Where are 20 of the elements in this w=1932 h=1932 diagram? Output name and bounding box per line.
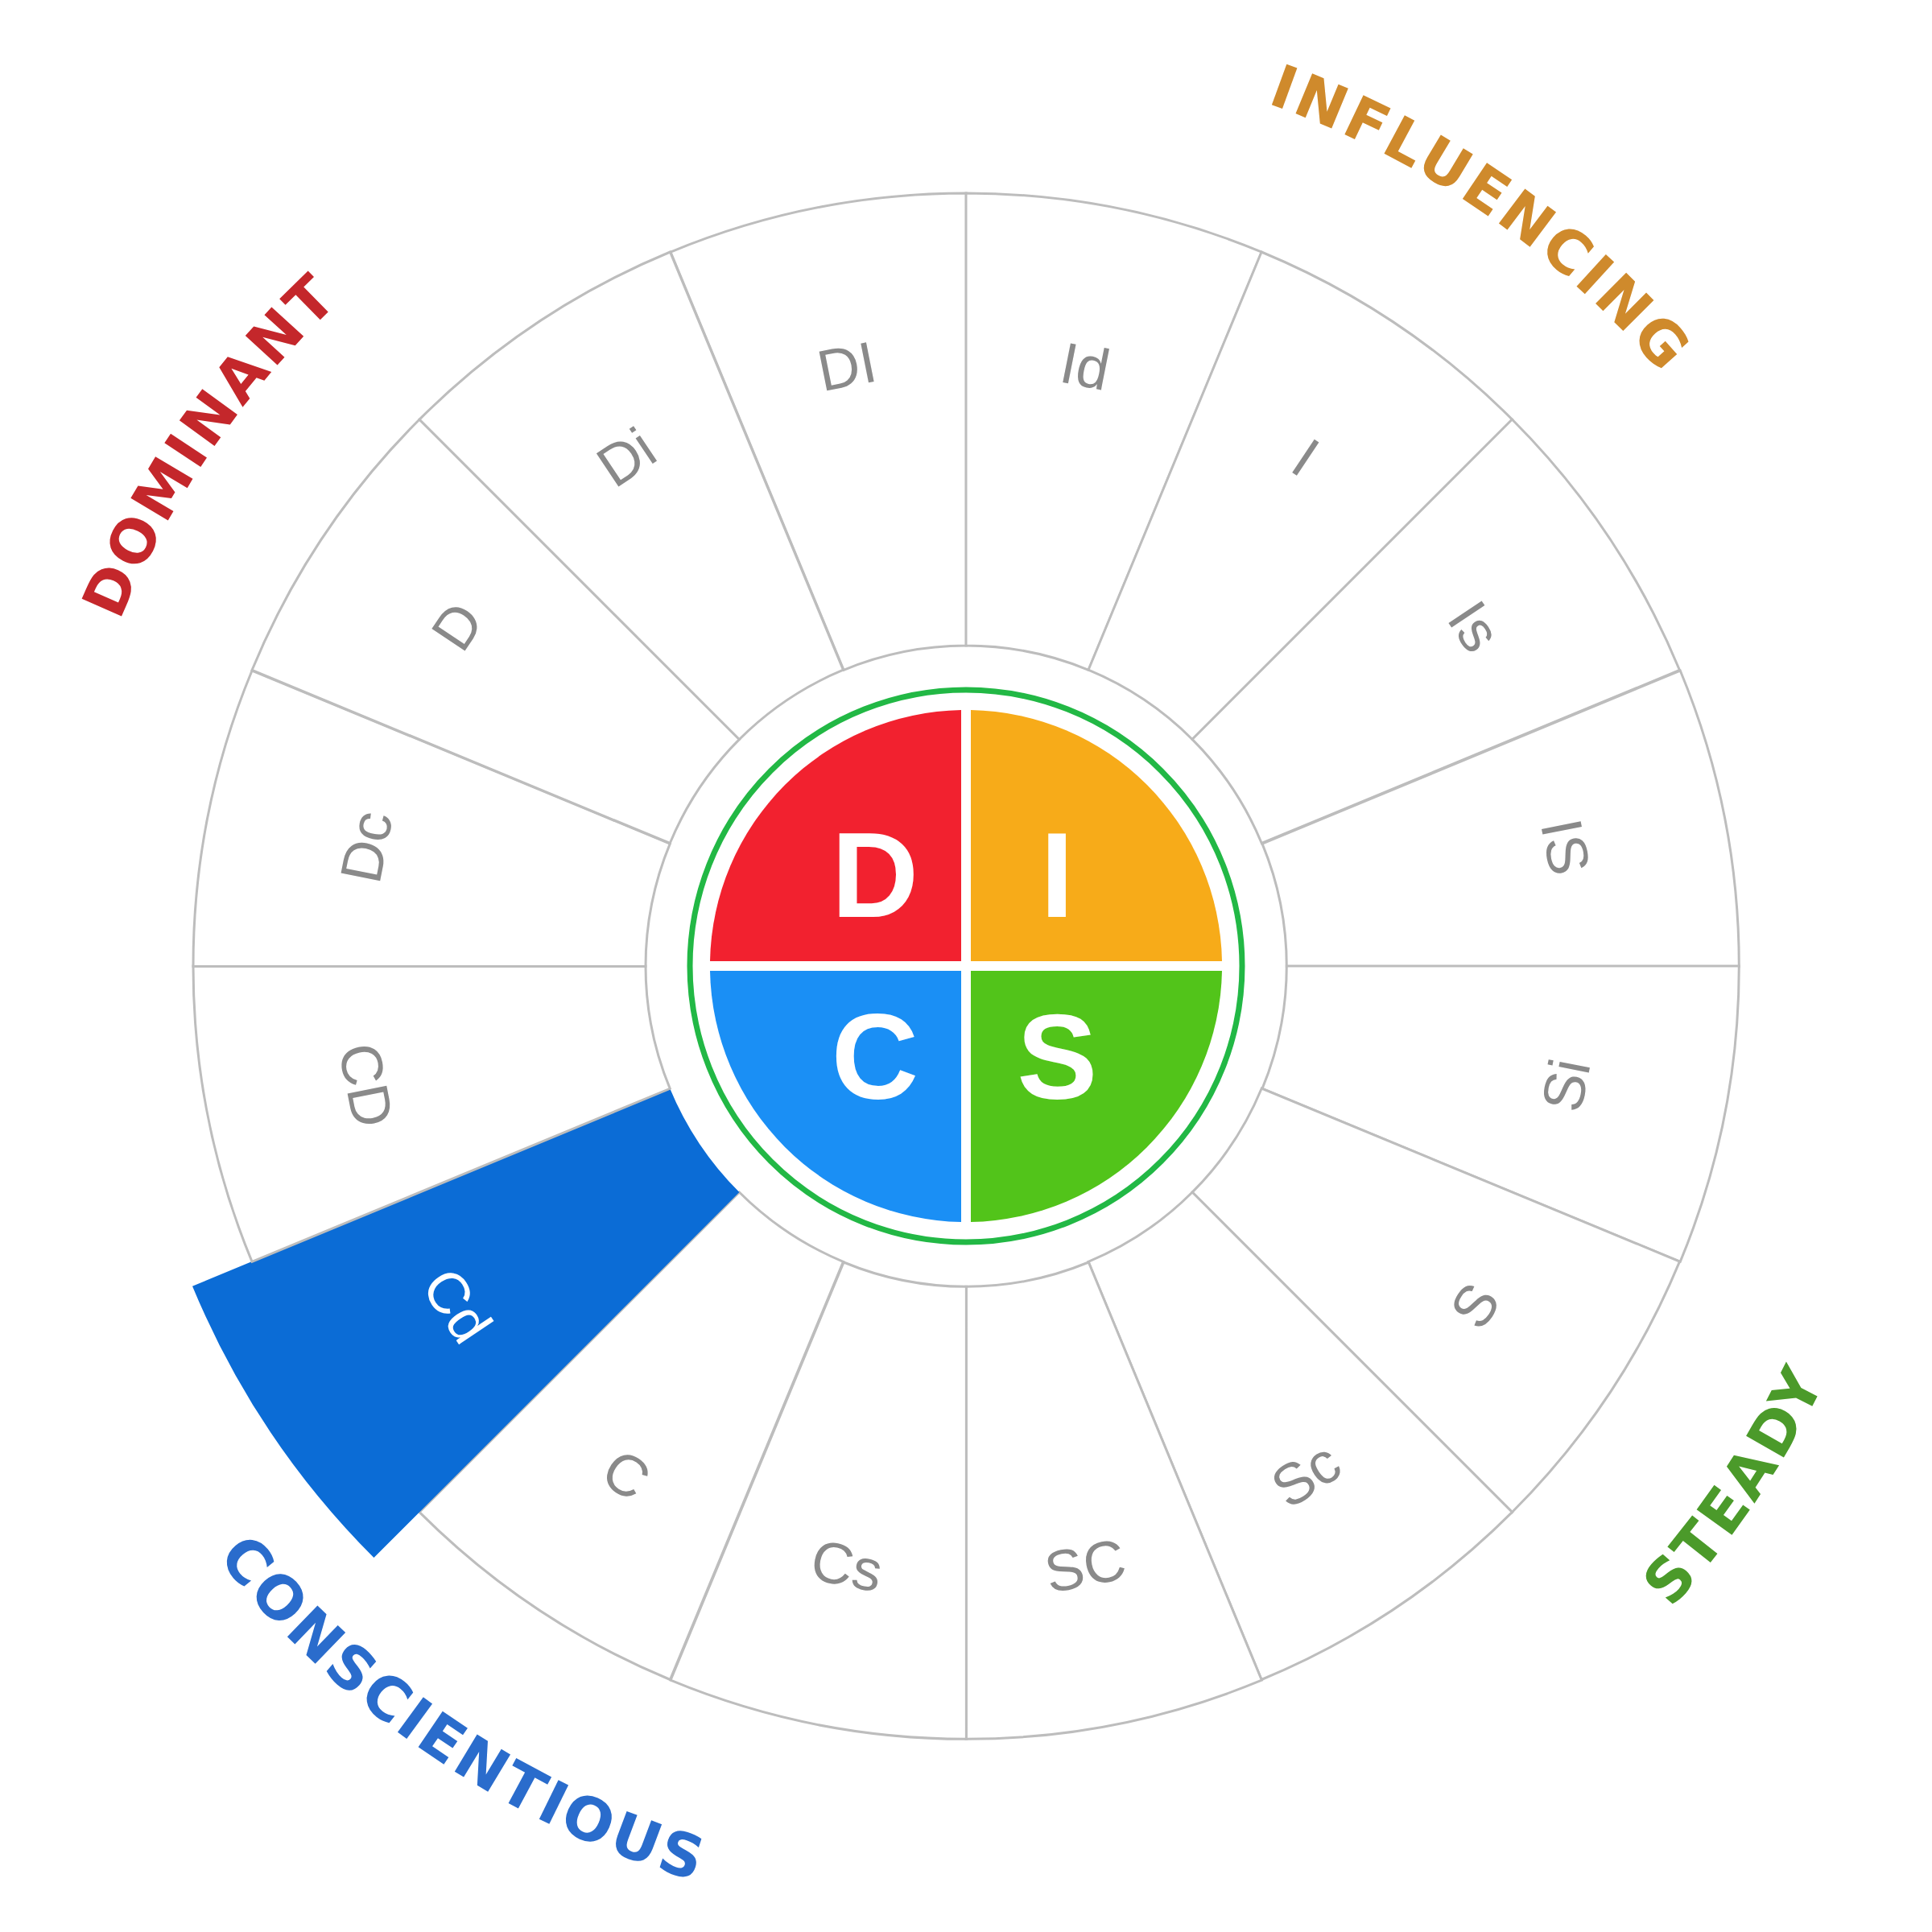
quadrant-letter: C (831, 997, 919, 1118)
segment-label: Cd (412, 1258, 502, 1353)
segment-label: I (1282, 428, 1329, 486)
segment-label: D (421, 592, 493, 660)
segment-label: C (592, 1439, 660, 1511)
segment-label: Di (587, 418, 665, 497)
segment-label: Sc (1261, 1431, 1351, 1518)
segment-label: CD (329, 1038, 403, 1133)
quadrant-letter: D (831, 814, 919, 935)
segment-label: Is (1438, 591, 1512, 662)
segment-label: Cs (806, 1530, 887, 1602)
quadrant-letter: S (1017, 997, 1098, 1118)
segment-label: SC (1040, 1530, 1131, 1603)
segment-label: DI (812, 332, 881, 400)
segment-label: Dc (330, 806, 402, 887)
segment-label: S (1439, 1274, 1510, 1339)
segment-label: IS (1532, 814, 1600, 880)
quadrant-letter: I (1040, 814, 1074, 935)
segment-label: Id (1055, 332, 1115, 399)
segment-label: Si (1532, 1054, 1600, 1117)
